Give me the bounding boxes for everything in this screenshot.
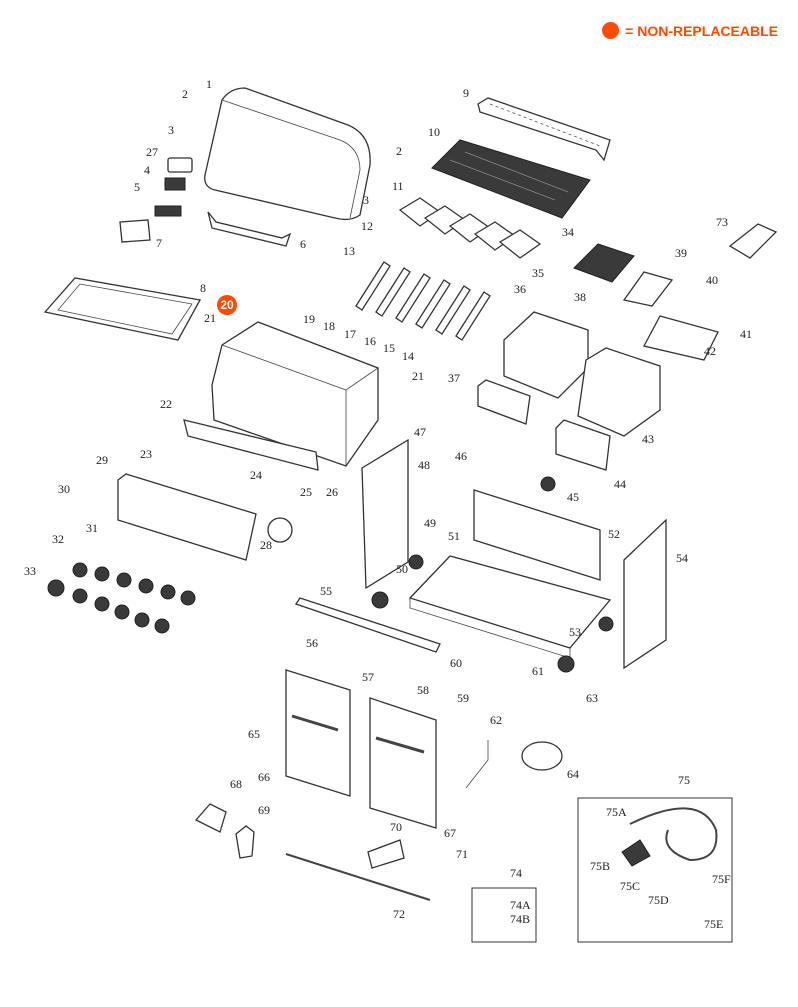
callout-36: 36 (514, 282, 526, 296)
callout-70: 70 (390, 820, 402, 834)
callout-64: 64 (567, 767, 579, 781)
callout-15: 15 (383, 341, 395, 355)
non-replaceable-legend: = NON-REPLACEABLE (602, 22, 778, 39)
callout-39: 39 (675, 246, 687, 260)
callout-73: 73 (716, 215, 728, 229)
callout-69: 69 (258, 803, 270, 817)
callout-1: 1 (206, 77, 212, 91)
parts-drawing (43, 87, 778, 943)
callout-7: 7 (156, 236, 162, 250)
callout-58: 58 (417, 683, 429, 697)
callout-51: 51 (448, 529, 460, 543)
callout-42: 42 (704, 344, 716, 358)
callout-41: 41 (740, 327, 752, 341)
callout-30: 30 (58, 482, 70, 496)
callout-9: 9 (463, 86, 469, 100)
callout-75D: 75D (648, 893, 669, 907)
legend-text: = NON-REPLACEABLE (625, 22, 778, 39)
callout-43: 43 (642, 432, 654, 446)
callout-33: 33 (24, 564, 36, 578)
callout-31: 31 (86, 521, 98, 535)
callout-19: 19 (303, 312, 315, 326)
non-replaceable-dot-icon (602, 22, 620, 39)
callout-60: 60 (450, 656, 462, 670)
callout-49: 49 (424, 516, 436, 530)
callout-75E: 75E (704, 917, 723, 931)
callout-5: 5 (134, 180, 140, 194)
callout-59: 59 (457, 691, 469, 705)
callout-47: 47 (414, 425, 426, 439)
non-replaceable-marker-icon (217, 295, 237, 315)
callout-63: 63 (586, 691, 598, 705)
callout-35: 35 (532, 266, 544, 280)
callout-38: 38 (574, 290, 586, 304)
callout-12: 12 (361, 219, 373, 233)
callout-75A: 75A (606, 805, 627, 819)
callout-62: 62 (490, 713, 502, 727)
callout-8: 8 (200, 281, 206, 295)
callout-50: 50 (396, 562, 408, 576)
callout-57: 57 (362, 670, 374, 684)
callout-67: 67 (444, 826, 456, 840)
callout-6: 6 (300, 237, 306, 251)
callout-28: 28 (260, 538, 272, 552)
callout-2: 2 (396, 144, 402, 158)
callout-10: 10 (428, 125, 440, 139)
callout-25: 25 (300, 485, 312, 499)
callout-74: 74 (510, 866, 522, 880)
callout-32: 32 (52, 532, 64, 546)
callout-2: 2 (182, 87, 188, 101)
callout-72: 72 (393, 907, 405, 921)
callout-labels: 1223345678910111213141516171819202121222… (24, 77, 752, 931)
callout-66: 66 (258, 770, 270, 784)
callout-44: 44 (614, 477, 626, 491)
callout-3: 3 (168, 123, 174, 137)
callout-3: 3 (363, 193, 369, 207)
callout-75B: 75B (590, 859, 610, 873)
callout-23: 23 (140, 447, 152, 461)
callout-27: 27 (146, 145, 158, 159)
callout-13: 13 (343, 244, 355, 258)
callout-14: 14 (402, 349, 414, 363)
callout-21: 21 (412, 369, 424, 383)
callout-75: 75 (678, 773, 690, 787)
callout-74B: 74B (510, 912, 530, 926)
callout-16: 16 (364, 334, 376, 348)
callout-75C: 75C (620, 879, 640, 893)
callout-24: 24 (250, 468, 262, 482)
callout-29: 29 (96, 453, 108, 467)
callout-45: 45 (567, 490, 579, 504)
callout-26: 26 (326, 485, 338, 499)
callout-55: 55 (320, 584, 332, 598)
callout-61: 61 (532, 664, 544, 678)
callout-4: 4 (144, 163, 150, 177)
callout-34: 34 (562, 225, 574, 239)
callout-71: 71 (456, 847, 468, 861)
callout-65: 65 (248, 727, 260, 741)
callout-48: 48 (418, 458, 430, 472)
callout-20-non-replaceable: 20 (217, 295, 237, 315)
callout-52: 52 (608, 527, 620, 541)
callout-56: 56 (306, 636, 318, 650)
callout-74A: 74A (510, 898, 531, 912)
callout-21: 21 (204, 311, 216, 325)
callout-46: 46 (455, 449, 467, 463)
callout-37: 37 (448, 371, 460, 385)
callout-11: 11 (392, 179, 404, 193)
callout-40: 40 (706, 273, 718, 287)
callout-17: 17 (344, 327, 356, 341)
callout-label: 20 (220, 298, 234, 312)
callout-22: 22 (160, 397, 172, 411)
callout-54: 54 (676, 551, 688, 565)
callout-53: 53 (569, 625, 581, 639)
callout-75F: 75F (712, 872, 731, 886)
callout-68: 68 (230, 777, 242, 791)
callout-18: 18 (323, 319, 335, 333)
